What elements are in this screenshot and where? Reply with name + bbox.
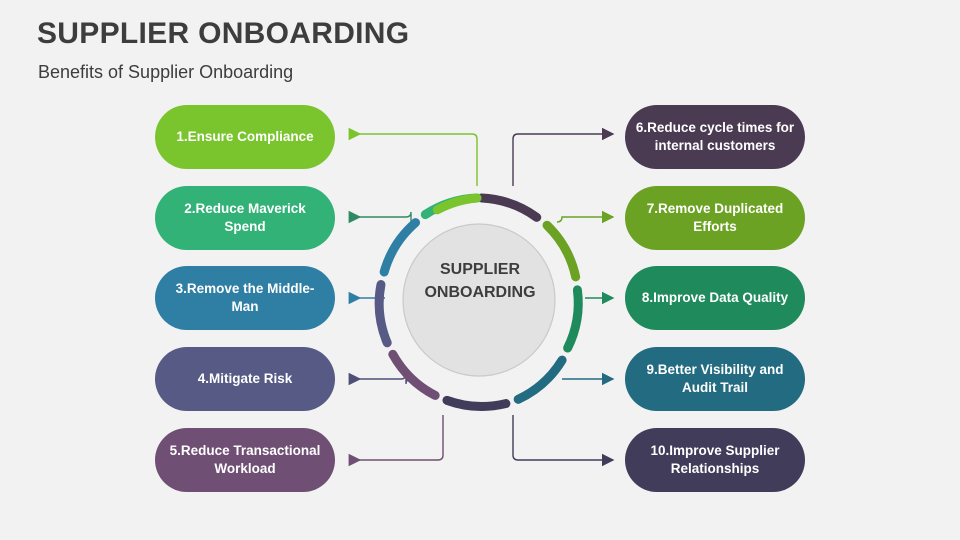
connector-card-1 — [348, 127, 478, 186]
ring-segment-9 — [513, 355, 567, 404]
benefit-card-1-label: 1.Ensure Compliance — [176, 128, 314, 144]
benefit-card-5[interactable]: 5.Reduce Transactional Workload — [155, 428, 335, 492]
center-label: SUPPLIER ONBOARDING — [400, 258, 560, 304]
benefit-card-7[interactable]: 7.Remove Duplicated Efforts — [625, 186, 805, 250]
ring-segment-4 — [374, 280, 392, 348]
page-title: SUPPLIER ONBOARDING — [37, 17, 410, 50]
ring-segment-1-top — [432, 193, 482, 215]
center-label-line2: ONBOARDING — [424, 284, 536, 302]
benefit-card-7-label: 7.Remove Duplicated Efforts — [646, 200, 784, 234]
benefit-card-1[interactable]: 1.Ensure Compliance — [155, 105, 335, 169]
ring-segment-10 — [442, 395, 511, 411]
connector-card-6 — [512, 127, 615, 186]
benefit-card-9-label: 9.Better Visibility and Audit Trail — [646, 361, 784, 395]
page-subtitle: Benefits of Supplier Onboarding — [38, 62, 294, 82]
connector-card-10 — [512, 415, 615, 467]
benefit-card-3[interactable]: 3.Remove the Middle-Man — [155, 266, 335, 330]
benefit-card-9[interactable]: 9.Better Visibility and Audit Trail — [625, 347, 805, 411]
benefit-card-8[interactable]: 8.Improve Data Quality — [625, 266, 805, 330]
ring-segment-8 — [563, 285, 583, 353]
connector-card-7 — [556, 210, 615, 224]
benefit-card-2-label: 2.Reduce Maverick Spend — [184, 200, 306, 234]
connector-card-4 — [348, 372, 412, 386]
benefit-card-3-label: 3.Remove the Middle-Man — [175, 280, 315, 314]
benefit-card-2[interactable]: 2.Reduce Maverick Spend — [155, 186, 335, 250]
benefit-card-4-label: 4.Mitigate Risk — [197, 370, 293, 386]
center-label-line1: SUPPLIER — [439, 261, 520, 278]
benefit-card-10[interactable]: 10.Improve Supplier Relationships — [625, 428, 805, 492]
benefit-card-4[interactable]: 4.Mitigate Risk — [155, 347, 335, 411]
connector-card-5 — [348, 415, 444, 467]
benefit-card-8-label: 8.Improve Data Quality — [641, 289, 789, 305]
benefit-card-6-label: 6.Reduce cycle times for internal custom… — [635, 119, 795, 153]
benefit-card-6[interactable]: 6.Reduce cycle times for internal custom… — [625, 105, 805, 169]
benefit-card-10-label: 10.Improve Supplier Relationships — [650, 442, 780, 476]
connector-card-2 — [348, 210, 417, 228]
ring-segment-2 — [420, 193, 482, 220]
ring-segment-5 — [388, 349, 440, 400]
benefit-card-5-label: 5.Reduce Transactional Workload — [169, 442, 321, 476]
ring-segment-6 — [477, 193, 542, 222]
